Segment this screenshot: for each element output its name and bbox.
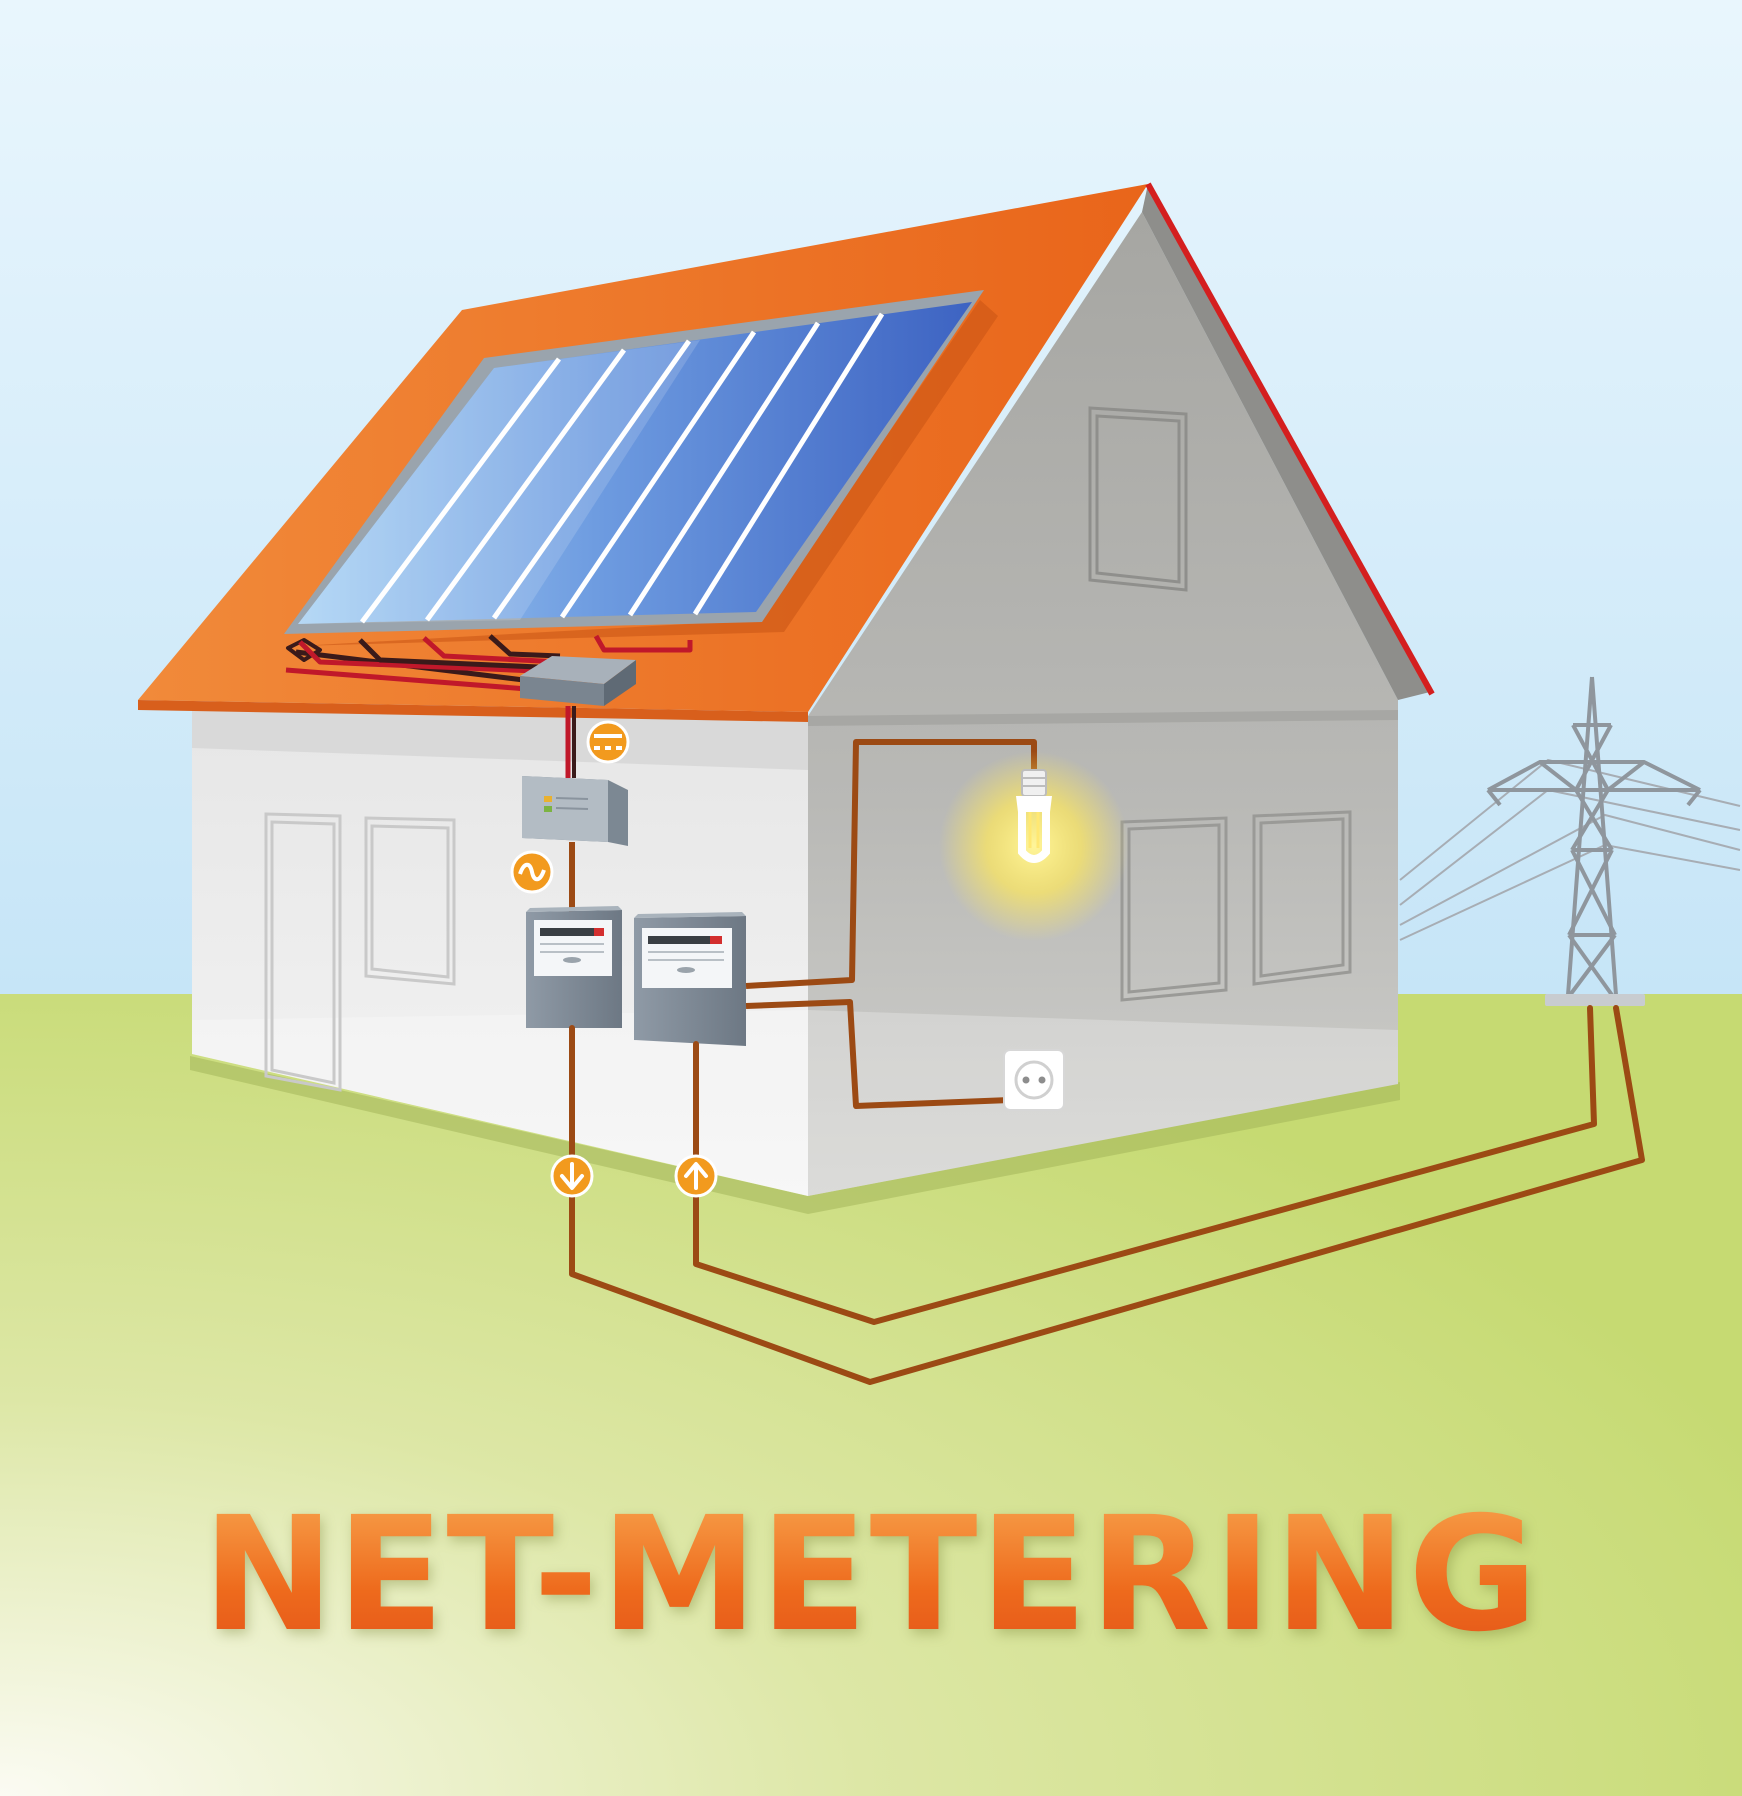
arrow-up-icon xyxy=(674,1154,718,1198)
gable-band xyxy=(808,710,1398,726)
solar-panel-glass xyxy=(298,302,972,624)
front-window xyxy=(364,816,456,986)
consumption-meter xyxy=(526,906,622,1028)
solar-panel-shadow xyxy=(298,300,998,646)
tower-base xyxy=(1545,994,1645,1006)
dc-string-cables xyxy=(285,634,693,693)
power-socket-icon xyxy=(1003,1049,1065,1111)
roof-ridge-edge xyxy=(1142,184,1430,700)
gable-wall xyxy=(808,212,1398,1196)
gable-window-right xyxy=(1252,810,1352,986)
front-wall xyxy=(192,706,808,1196)
feed-in-meter xyxy=(634,912,746,1046)
roof-eave xyxy=(138,700,808,722)
alternating-current-icon xyxy=(510,850,554,894)
diagram-title: NET-METERING xyxy=(0,1496,1742,1654)
front-wall-top-shade xyxy=(192,706,808,770)
light-bulb-icon xyxy=(1016,769,1052,863)
house-shadow xyxy=(190,1056,1400,1214)
junction-box xyxy=(520,656,636,706)
arrow-down-icon xyxy=(550,1154,594,1198)
gable-window-left xyxy=(1120,816,1228,1002)
solar-panel-sheen xyxy=(298,340,700,624)
roof-ridge-line xyxy=(1145,182,1435,696)
solar-panel-cell-dividers xyxy=(359,312,885,624)
interior-floor xyxy=(192,1010,1398,1196)
inverter xyxy=(522,776,628,846)
transmission-tower-icon xyxy=(1486,676,1702,997)
front-door xyxy=(264,812,342,1092)
direct-current-icon xyxy=(586,720,630,764)
gable-window-attic xyxy=(1088,406,1188,592)
bulb-glow xyxy=(939,751,1129,941)
